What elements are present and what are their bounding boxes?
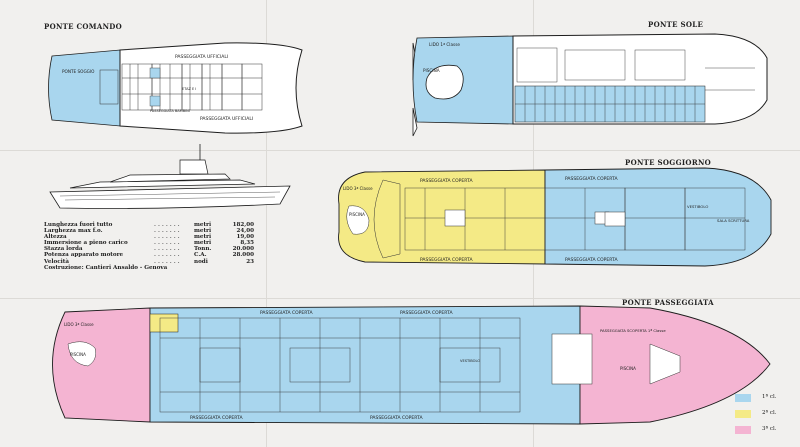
legend-label-first: 1ª cl. [762,394,777,400]
fold-line-horizontal [0,298,800,299]
spec-value: 19,00 [236,234,254,241]
soggiorno-label-lido: LIDO 3ª Classe [343,186,373,191]
spec-value: 182,00 [232,222,254,228]
comando-label-etaz: ETAZ E I [182,87,196,91]
legend-label-second: 2ª cl. [762,410,777,416]
spec-label: Costruzione: Cantieri Ansaldo - Genova [44,264,168,271]
spec-unit: metri [194,240,212,247]
soggiorno-label-piscina: PISCINA [349,212,365,217]
soggiorno-label-vestibolo: VESTIBOLO [687,204,708,209]
spec-unit: metri [194,234,212,241]
passeggiata-label-1: PASSEGGIATA COPERTA [260,310,313,316]
spec-label: Velocità [44,258,69,265]
passeggiata-label-piscina-left: PISCINA [70,352,86,357]
fold-line-horizontal [0,150,800,151]
passeggiata-label-piscina-right: PISCINA [620,366,636,371]
comando-label-ponte: PONTE SOGGIO [62,69,95,74]
sole-label-piscina: PISCINA [423,68,440,73]
spec-label: Stazza lorda [44,246,83,253]
spec-unit: Tonn. [194,246,212,253]
passeggiata-label-vestibolo: VESTIBOLO [460,359,480,363]
spec-value: 20.000 [232,246,254,253]
deck-plan-comando: PASSEGGIATA UFFICIALI PASSEGGIATA UFFICI… [48,42,303,134]
spec-label: Potenza apparato motore [44,252,124,259]
deck-title-sole: PONTE SOLE [648,20,704,29]
legend-swatch-first [735,394,751,402]
spec-row: Potenza apparato motore.......C.A.28.000 [44,252,254,259]
spec-label: Altezza [44,234,67,241]
passeggiata-label-4: PASSEGGIATA COPERTA [370,415,423,421]
soggiorno-label-4: PASSEGGIATA COPERTA [565,257,618,263]
spec-label: Lunghezza fuori tutto [44,222,113,228]
deck-plan-passeggiata: PASSEGGIATA COPERTA PASSEGGIATA COPERTA … [52,305,771,425]
spec-row: Costruzione: Cantieri Ansaldo - Genova [44,265,254,271]
legend-swatch-third [735,426,751,434]
deck-plan-soggiorno: PASSEGGIATA COPERTA PASSEGGIATA COPERTA … [338,167,772,267]
spec-unit: C.A. [194,252,207,259]
deck-title-soggiorno: PONTE SOGGIORNO [625,158,712,167]
deck-title-passeggiata: PONTE PASSEGGIATA [622,298,714,307]
deck-title-comando: PONTE COMANDO [44,22,123,31]
passeggiata-label-lido: LIDO 3ª Classe [64,322,94,327]
soggiorno-label-2: PASSEGGIATA COPERTA [565,176,618,182]
fold-line-vertical [266,0,267,447]
comando-label-bambini: PASSEGGIATA BAMBINI [150,109,190,113]
spec-label: Immersione a pieno carico [44,240,128,247]
sole-label-lido: LIDO 1ª Classe [429,42,460,47]
passeggiata-label-scoperta: PASSEGGIATA SCOPERTA 1ª Classe [600,328,666,333]
spec-value: 8,35 [240,240,254,247]
passeggiata-label-2: PASSEGGIATA COPERTA [400,310,453,316]
comando-label-upper: PASSEGGIATA UFFICIALI [175,54,228,60]
passeggiata-label-3: PASSEGGIATA COPERTA [190,415,243,421]
soggiorno-label-3: PASSEGGIATA COPERTA [420,257,473,263]
soggiorno-label-sala: SALA SCRITTURA [717,218,750,223]
spec-unit: metri [194,222,212,228]
soggiorno-label-1: PASSEGGIATA COPERTA [420,178,473,184]
spec-value: 24,00 [236,228,254,235]
legend-label-third: 3ª cl. [762,426,777,432]
spec-row: Stazza lorda.......Tonn.20.000 [44,246,254,253]
deck-plan-sole: LIDO 1ª Classe PISCINA [412,33,768,137]
legend-swatch-second [735,410,751,418]
spec-label: Larghezza max f.o. [44,228,103,235]
spec-unit: metri [194,228,212,235]
ship-silhouette [49,144,291,209]
spec-value: 28.000 [232,252,254,259]
spec-unit: nodi [194,258,208,265]
comando-label-lower: PASSEGGIATA UFFICIALI [200,116,253,122]
spec-value: 23 [246,258,254,265]
